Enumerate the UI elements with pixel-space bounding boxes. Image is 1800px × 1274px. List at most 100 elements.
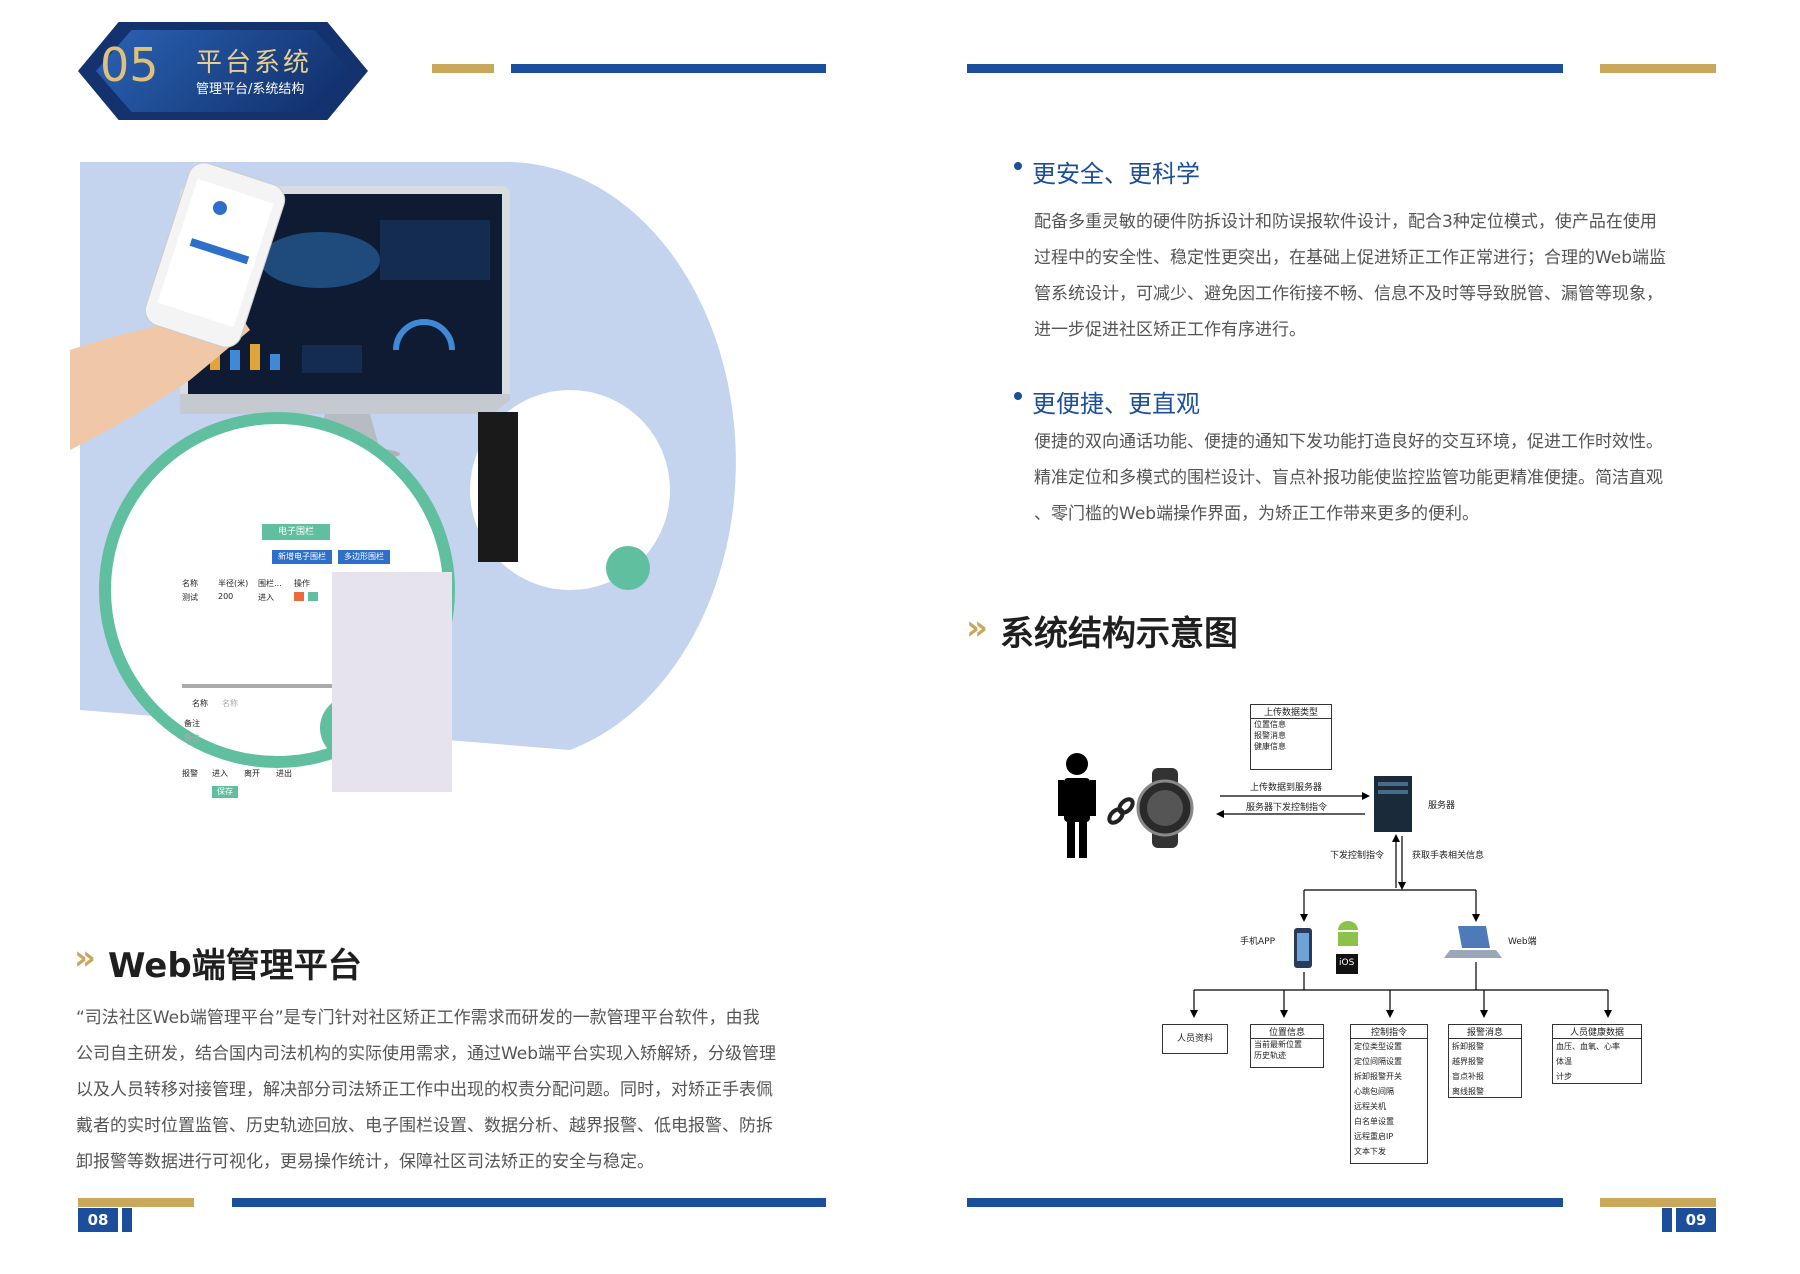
link-icon [1107,797,1135,825]
chapter-subtitle: 管理平台/系统结构 [196,82,305,97]
left-paragraph-line: 以及人员转移对接管理，解决部分司法矫正工作中出现的权责分配问题。同时，对矫正手表… [76,1080,773,1100]
fence-ui: 电子围栏 新增电子围栏 多边形围栏 名称 半径(米) 围栏... 操作 测试 2… [182,492,482,822]
control-box-title: 控制指令 [1351,1025,1427,1039]
health-box-title: 人员健康数据 [1553,1025,1641,1039]
row-name: 测试 [182,593,198,602]
top-bar-blue-left [511,64,826,73]
new-fence-button[interactable]: 新增电子围栏 [272,550,332,564]
list-ui-circle [462,382,678,598]
alarm-item: 拆卸报警 [1452,1042,1484,1051]
col-operation: 操作 [294,579,310,588]
row-type: 进入 [258,593,274,602]
section-chevron-icon: » [74,938,96,978]
radio-leave[interactable]: 离开 [244,769,260,778]
alarm-message-box: 报警消息 拆卸报警 越界报警 盲点补报 离线报警 [1448,1024,1522,1098]
left-paragraph-line: 卸报警等数据进行可视化，更易操作统计，保障社区司法矫正的安全与稳定。 [76,1152,654,1172]
section-chevron-icon: » [966,608,988,648]
tab-fence[interactable]: 电子围栏 [262,524,330,540]
left-vertical-label: 下发控制指令 [1330,851,1385,861]
bullet-line: 过程中的安全性、稳定性更突出，在基础上促进矫正工作正常进行；合理的Web端监 [1034,248,1667,268]
field-name-input[interactable]: 名称 [222,699,238,708]
edit-icon[interactable] [308,592,318,601]
right-section-title: 系统结构示意图 [1000,614,1238,654]
server-icon [1374,776,1412,832]
right-vertical-label: 获取手表相关信息 [1412,851,1485,861]
upload-item: 健康信息 [1254,742,1286,751]
person-icon [1058,753,1096,858]
personnel-box-title: 人员资料 [1176,1034,1213,1044]
polygon-fence-button[interactable]: 多边形围栏 [338,550,390,564]
radio-inout[interactable]: 进出 [276,769,292,778]
chapter-badge-inner [96,30,350,112]
bullet-dot-icon [1014,162,1022,170]
phone-icon [1294,928,1312,968]
field-note-input[interactable]: 备注 [184,733,200,742]
save-button[interactable]: 保存 [212,786,238,798]
chapter-number: 05 [100,38,159,92]
page-number-right-accent [1662,1208,1672,1232]
left-section-title: Web端管理平台 [108,946,362,986]
android-icon [1338,921,1358,946]
location-item: 当前最新位置 [1254,1040,1302,1049]
left-paragraph-line: “司法社区Web端管理平台”是专门针对社区矫正工作需求而研发的一款管理平台软件，… [76,1008,760,1028]
control-item: 拆卸报警开关 [1354,1072,1402,1081]
ios-icon [1336,954,1358,974]
watch-icon [1136,768,1194,848]
health-item: 体温 [1556,1057,1572,1066]
top-bar-gold-right [1600,64,1716,73]
alarm-label: 报警 [182,769,198,778]
footer-bar-gold-left [78,1198,194,1207]
bullet-line: 管系统设计，可减少、避免因工作衔接不畅、信息不及时等导致脱管、漏管等现象， [1034,284,1663,304]
alarm-item: 盲点补报 [1452,1072,1484,1081]
bullet-line: 精准定位和多模式的围栏设计、盲点补报功能使监控监管功能更精准便捷。简洁直观 [1034,468,1663,488]
map-view[interactable] [332,572,452,792]
bullet-line: 进一步促进社区矫正工作有序进行。 [1034,320,1306,340]
control-item: 文本下发 [1354,1147,1386,1156]
top-bar-gold-left [432,64,494,73]
alarm-box-title: 报警消息 [1449,1025,1521,1039]
bullet-dot-icon [1014,392,1022,400]
left-paragraph-line: 戴者的实时位置监管、历史轨迹回放、电子围栏设置、数据分析、越界报警、低电报警、防… [76,1116,773,1136]
page-number-left-accent [122,1208,132,1232]
chapter-title: 平台系统 [196,48,313,78]
field-note-label: 备注 [184,719,200,728]
col-name: 名称 [182,579,198,588]
col-type: 围栏... [258,579,282,588]
product-illustration [70,161,736,768]
top-bar-blue-right [967,64,1563,73]
control-item: 定位类型设置 [1354,1042,1402,1051]
upload-box-title: 上传数据类型 [1251,705,1331,719]
upload-item: 报警消息 [1254,731,1286,740]
phone-app-label: 手机APP [1240,937,1276,947]
scrollbar[interactable] [182,684,332,688]
control-item: 白名单设置 [1354,1117,1394,1126]
row-radius: 200 [218,592,234,601]
left-paragraph-line: 公司自主研发，结合国内司法机构的实际使用需求，通过Web端平台实现入矫解矫，分级… [76,1044,777,1064]
alarm-item: 离线报警 [1452,1087,1484,1096]
footer-bar-gold-right [1600,1198,1716,1207]
page-number-left: 08 [78,1208,118,1232]
health-data-box: 人员健康数据 血压、血氧、心率 体温 计步 [1552,1024,1642,1084]
location-item: 历史轨迹 [1254,1051,1286,1060]
monitor-image [180,186,510,461]
phone-in-hand-image [70,162,286,450]
system-diagram: 上传数据类型 位置信息 报警消息 健康信息 上传数据到服务器 服务器下发控制指令… [1040,690,1740,1180]
personnel-box: 人员资料 [1162,1024,1228,1054]
location-box: 位置信息 当前最新位置 历史轨迹 [1250,1024,1324,1068]
control-command-box: 控制指令 定位类型设置 定位间隔设置 拆卸报警开关 心跳包间隔 远程关机 白名单… [1350,1024,1428,1164]
bullet-title-convenient: 更便捷、更直观 [1032,390,1200,418]
footer-bar-blue-right [967,1198,1563,1207]
delete-icon[interactable] [294,592,304,601]
arrow-upload-label: 上传数据到服务器 [1250,783,1323,793]
control-item: 远程重启IP [1354,1132,1394,1141]
health-item: 血压、血氧、心率 [1556,1042,1620,1051]
health-item: 计步 [1556,1072,1572,1081]
radio-enter[interactable]: 进入 [212,769,228,778]
bullet-line: 便捷的双向通话功能、便捷的通知下发功能打造良好的交互环境，促进工作时效性。 [1034,432,1663,452]
page-number-right: 09 [1676,1208,1716,1232]
bullet-title-safe: 更安全、更科学 [1032,160,1200,188]
bullet-line: 、零门槛的Web端操作界面，为矫正工作带来更多的便利。 [1034,504,1480,524]
control-item: 远程关机 [1354,1102,1386,1111]
upload-item: 位置信息 [1254,720,1286,729]
server-label: 服务器 [1428,801,1456,811]
